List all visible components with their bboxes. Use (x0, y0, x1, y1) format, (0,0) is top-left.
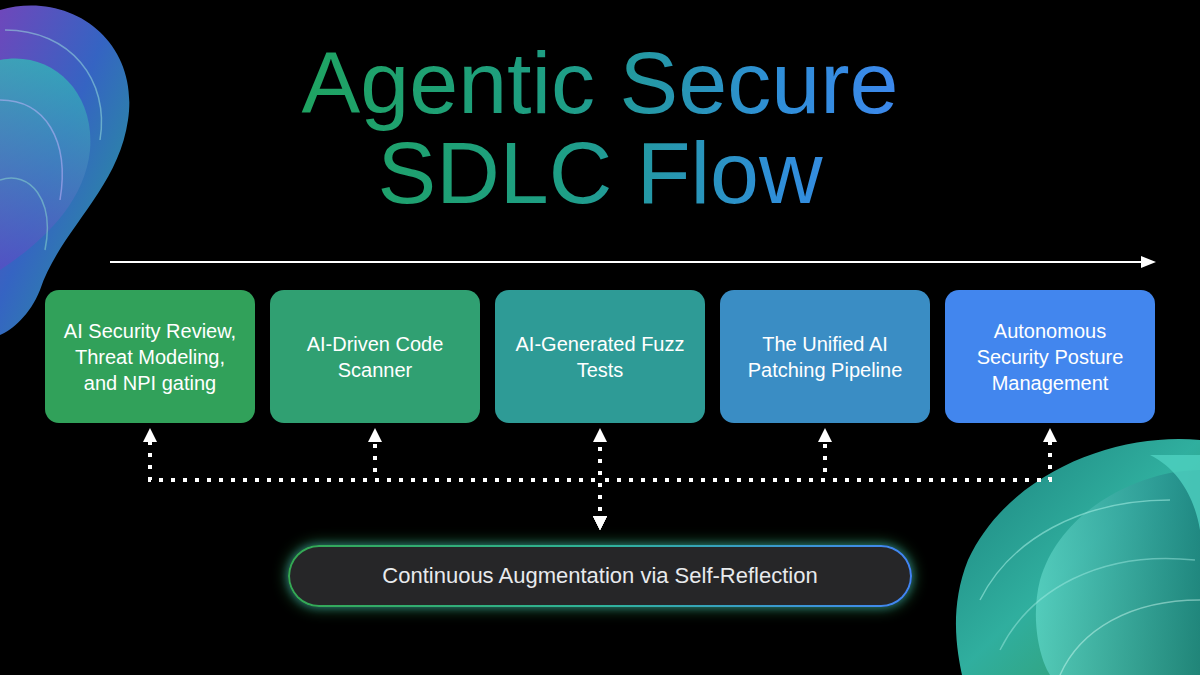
node-label: Continuous Augmentation via Self-Reflect… (382, 562, 817, 590)
slide-title: Agentic Secure SDLC Flow (250, 38, 950, 218)
stage-box: The Unified AI Patching Pipeline (720, 290, 930, 423)
node-label: The Unified AI Patching Pipeline (732, 331, 918, 383)
node-label: AI-Driven Code Scanner (282, 331, 468, 383)
stage-box: Autonomous Security Posture Management (945, 290, 1155, 423)
feedback-connector (600, 435, 825, 523)
stage-box: AI Security Review, Threat Modeling, and… (45, 290, 255, 423)
timeline-arrow (110, 256, 1156, 268)
feedback-connector (150, 435, 600, 523)
node-label: Autonomous Security Posture Management (957, 318, 1143, 396)
swirl-top-left (0, 6, 129, 335)
feedback-connector (375, 435, 600, 523)
stage-box: AI-Driven Code Scanner (270, 290, 480, 423)
feedback-connector (598, 435, 602, 523)
node-label: AI Security Review, Threat Modeling, and… (57, 318, 243, 396)
node-label: AI-Generated Fuzz Tests (507, 331, 693, 383)
swirl-bottom-right (956, 439, 1200, 675)
feedback-pill: Continuous Augmentation via Self-Reflect… (288, 545, 912, 607)
feedback-connector (600, 435, 1050, 523)
stage-box: AI-Generated Fuzz Tests (495, 290, 705, 423)
